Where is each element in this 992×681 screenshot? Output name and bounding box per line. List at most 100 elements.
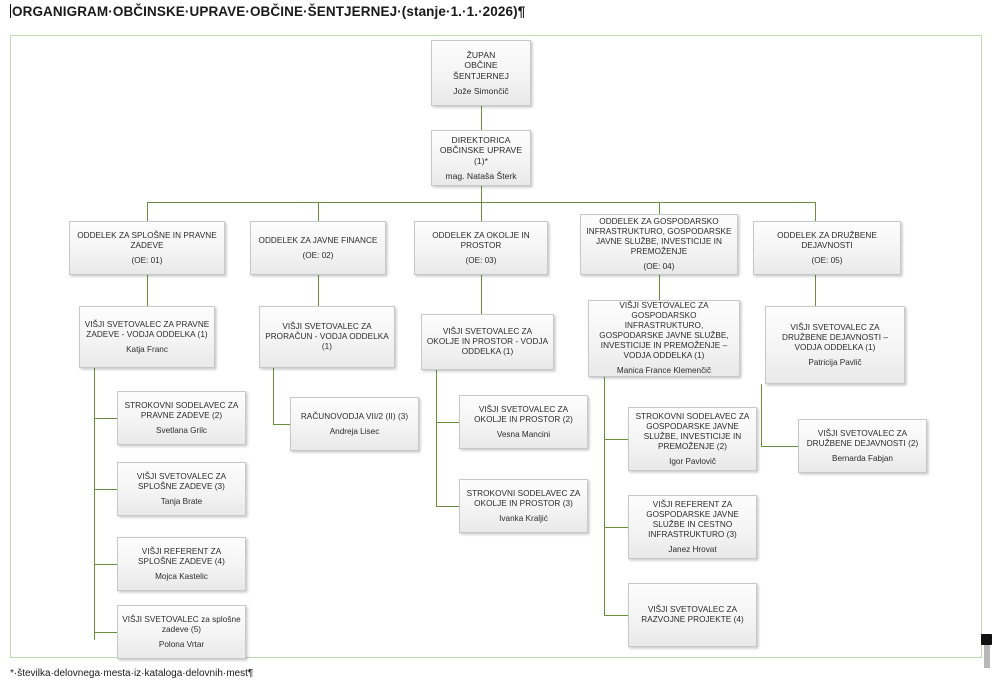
node-director-person: mag. Nataša Šterk [445,170,517,181]
node-head-1-role: VIŠJI SVETOVALEC ZA PRAVNE ZADEVE - VODJ… [84,319,210,339]
node-head-2-role: VIŠJI SVETOVALEC ZA PRORAČUN - VODJA ODD… [265,322,389,351]
node-staff-1-2-role: VIŠJI SVETOVALEC ZA SPLOŠNE ZADEVE (3) [136,471,227,491]
node-mayor-role-line1: ŽUPAN [466,49,496,60]
page-title: ORGANIGRAM·OBČINSKE·UPRAVE·OBČINE·ŠENTJE… [10,4,525,19]
vertical-scrollbar-track[interactable] [984,638,990,668]
connector-dept3-head [481,275,482,314]
node-staff-5-1-role: VIŠJI SVETOVALEC ZA DRUŽBENE DEJAVNOSTI … [806,428,919,448]
connector-col2-staff-1 [273,424,290,425]
node-department-4[interactable]: ODDELEK ZA GOSPODARSKO INFRASTRUKTURO, G… [580,214,738,275]
node-staff-1-2[interactable]: VIŠJI SVETOVALEC ZA SPLOŠNE ZADEVE (3) T… [117,462,246,516]
node-head-1-person: Katja Franc [126,344,168,354]
node-staff-1-3-role: VIŠJI REFERENT ZA SPLOŠNE ZADEVE (4) [138,546,225,566]
node-head-5-role: VIŠJI SVETOVALEC ZA DRUŽBENE DEJAVNOSTI … [782,322,888,352]
connector-col4-spine [604,377,605,615]
node-head-5-person: Patricija Pavlič [808,357,862,367]
node-staff-4-3-role: VIŠJI SVETOVALEC ZA RAZVOJNE PROJEKTE (4… [641,605,744,624]
node-staff-4-2[interactable]: VIŠJI REFERENT ZA GOSPODARSKE JAVNE SLUŽ… [628,495,757,559]
connector-col1-staff-1 [94,418,117,419]
node-department-2-code: (OE: 02) [302,250,334,260]
node-staff-1-3-person: Mojca Kastelic [155,571,208,581]
node-head-4-role: VIŠJI SVETOVALEC ZA GOSPODARSKO INFRASTR… [599,301,729,360]
node-staff-1-4-person: Polona Vrtar [158,639,205,649]
node-mayor-person: Jože Simončič [453,85,509,96]
node-head-2[interactable]: VIŠJI SVETOVALEC ZA PRORAČUN - VODJA ODD… [259,306,395,368]
node-staff-4-1[interactable]: STROKOVNI SODELAVEC ZA GOSPODARSKE JAVNE… [628,407,757,471]
node-staff-3-2[interactable]: STROKOVNI SODELAVEC ZA OKOLJE IN PROSTOR… [459,479,588,533]
org-chart-canvas: ŽUPAN OBČINE ŠENTJERNEJ Jože Simončič DI… [10,35,982,659]
connector-bus-dept-1 [147,202,148,221]
connector-col5-spine [761,384,762,446]
node-director-role-line1: DIREKTORICA OBČINSKE UPRAVE [439,134,523,156]
connector-dept1-head [147,275,148,306]
node-staff-1-1-role: STROKOVNI SODELAVEC ZA PRAVNE ZADEVE (2) [124,400,239,420]
connector-col1-staff-2 [94,489,117,490]
vertical-scrollbar-thumb[interactable] [981,634,992,645]
connector-col1-spine [94,368,95,640]
node-department-2-name: ODDELEK ZA JAVNE FINANCE [258,235,378,245]
connector-dept4-head [659,275,660,300]
node-mayor-role-line2: OBČINE ŠENTJERNEJ [453,60,509,81]
connector-col2-spine [273,368,274,424]
node-staff-1-4-role: VIŠJI SVETOVALEC za splošne zadeve (5) [122,614,241,634]
node-staff-1-1-person: Svetlana Grilc [156,425,207,435]
node-staff-2-1[interactable]: RAČUNOVODJA VII/2 (II) (3) Andreja Lisec [290,397,419,451]
connector-bus-dept-3 [481,202,482,221]
node-department-5-code: (OE: 05) [811,255,843,265]
node-staff-5-1-person: Bernarda Fabjan [832,453,893,463]
node-staff-1-2-person: Tanja Brate [160,496,203,506]
node-department-5[interactable]: ODDELEK ZA DRUŽBENE DEJAVNOSTI (OE: 05) [753,221,901,275]
connector-col4-staff-1 [604,439,628,440]
node-mayor[interactable]: ŽUPAN OBČINE ŠENTJERNEJ Jože Simončič [431,40,531,106]
connector-bus-dept-2 [318,202,319,221]
node-department-1-code: (OE: 01) [131,255,163,265]
node-staff-1-4[interactable]: VIŠJI SVETOVALEC za splošne zadeve (5) P… [117,605,246,659]
connector-col3-staff-2 [436,506,459,507]
connector-dept5-head [815,275,816,306]
connector-col3-staff-1 [436,422,459,423]
connector-dept2-head [318,275,319,306]
node-department-4-name: ODDELEK ZA GOSPODARSKO INFRASTRUKTURO, G… [586,217,732,256]
node-staff-3-2-person: Ivanka Kraljić [499,513,548,523]
node-staff-2-1-person: Andreja Lisec [329,426,380,436]
node-head-5[interactable]: VIŠJI SVETOVALEC ZA DRUŽBENE DEJAVNOSTI … [765,306,905,384]
node-staff-3-1-role: VIŠJI SVETOVALEC ZA OKOLJE IN PROSTOR (2… [474,404,573,424]
node-department-3[interactable]: ODDELEK ZA OKOLJE IN PROSTOR (OE: 03) [414,221,548,275]
footnote: *·številka·delovnega·mesta·iz·kataloga·d… [10,668,254,679]
node-staff-3-2-role: STROKOVNI SODELAVEC ZA OKOLJE IN PROSTOR… [466,488,581,508]
node-staff-4-1-person: Igor Pavlovič [669,456,716,466]
node-director-role-line2: (1)* [473,155,489,166]
node-head-4-person: Manica France Klemenčič [616,366,712,375]
connector-col4-staff-3 [604,615,628,616]
connector-col4-staff-2 [604,527,628,528]
node-staff-2-1-role: RAČUNOVODJA VII/2 (II) (3) [300,411,409,421]
node-staff-1-1[interactable]: STROKOVNI SODELAVEC ZA PRAVNE ZADEVE (2)… [117,391,246,445]
node-department-2[interactable]: ODDELEK ZA JAVNE FINANCE (OE: 02) [250,221,386,275]
node-department-1[interactable]: ODDELEK ZA SPLOŠNE IN PRAVNE ZADEVE (OE:… [69,221,225,275]
node-staff-4-2-person: Janez Hrovat [668,544,717,554]
node-head-3-role: VIŠJI SVETOVALEC ZA OKOLJE IN PROSTOR - … [426,327,549,356]
connector-bus-dept-5 [815,202,816,221]
node-staff-3-1-person: Vesna Mancini [496,429,551,439]
node-head-3[interactable]: VIŠJI SVETOVALEC ZA OKOLJE IN PROSTOR - … [421,314,554,370]
node-head-1[interactable]: VIŠJI SVETOVALEC ZA PRAVNE ZADEVE - VODJ… [79,306,215,368]
node-department-3-name: ODDELEK ZA OKOLJE IN PROSTOR [432,230,530,250]
node-staff-4-3[interactable]: VIŠJI SVETOVALEC ZA RAZVOJNE PROJEKTE (4… [628,583,757,647]
node-staff-5-1[interactable]: VIŠJI SVETOVALEC ZA DRUŽBENE DEJAVNOSTI … [798,419,927,473]
node-department-5-name: ODDELEK ZA DRUŽBENE DEJAVNOSTI [777,230,877,250]
connector-col3-spine [436,370,437,506]
node-department-4-code: (OE: 04) [643,262,675,271]
node-director[interactable]: DIREKTORICA OBČINSKE UPRAVE (1)* mag. Na… [431,130,531,186]
node-staff-1-3[interactable]: VIŠJI REFERENT ZA SPLOŠNE ZADEVE (4) Moj… [117,537,246,591]
connector-col1-staff-4 [94,632,117,633]
node-staff-3-1[interactable]: VIŠJI SVETOVALEC ZA OKOLJE IN PROSTOR (2… [459,395,588,449]
node-department-3-code: (OE: 03) [465,255,497,265]
connector-mayor-director [481,106,482,141]
text-cursor [10,4,11,18]
connector-col1-staff-3 [94,564,117,565]
connector-bus-dept-4 [659,202,660,221]
node-staff-4-1-role: STROKOVNI SODELAVEC ZA GOSPODARSKE JAVNE… [635,411,750,451]
connector-director-down [481,186,482,202]
page-title-text: ORGANIGRAM·OBČINSKE·UPRAVE·OBČINE·ŠENTJE… [12,4,526,19]
node-head-4[interactable]: VIŠJI SVETOVALEC ZA GOSPODARSKO INFRASTR… [588,300,740,377]
